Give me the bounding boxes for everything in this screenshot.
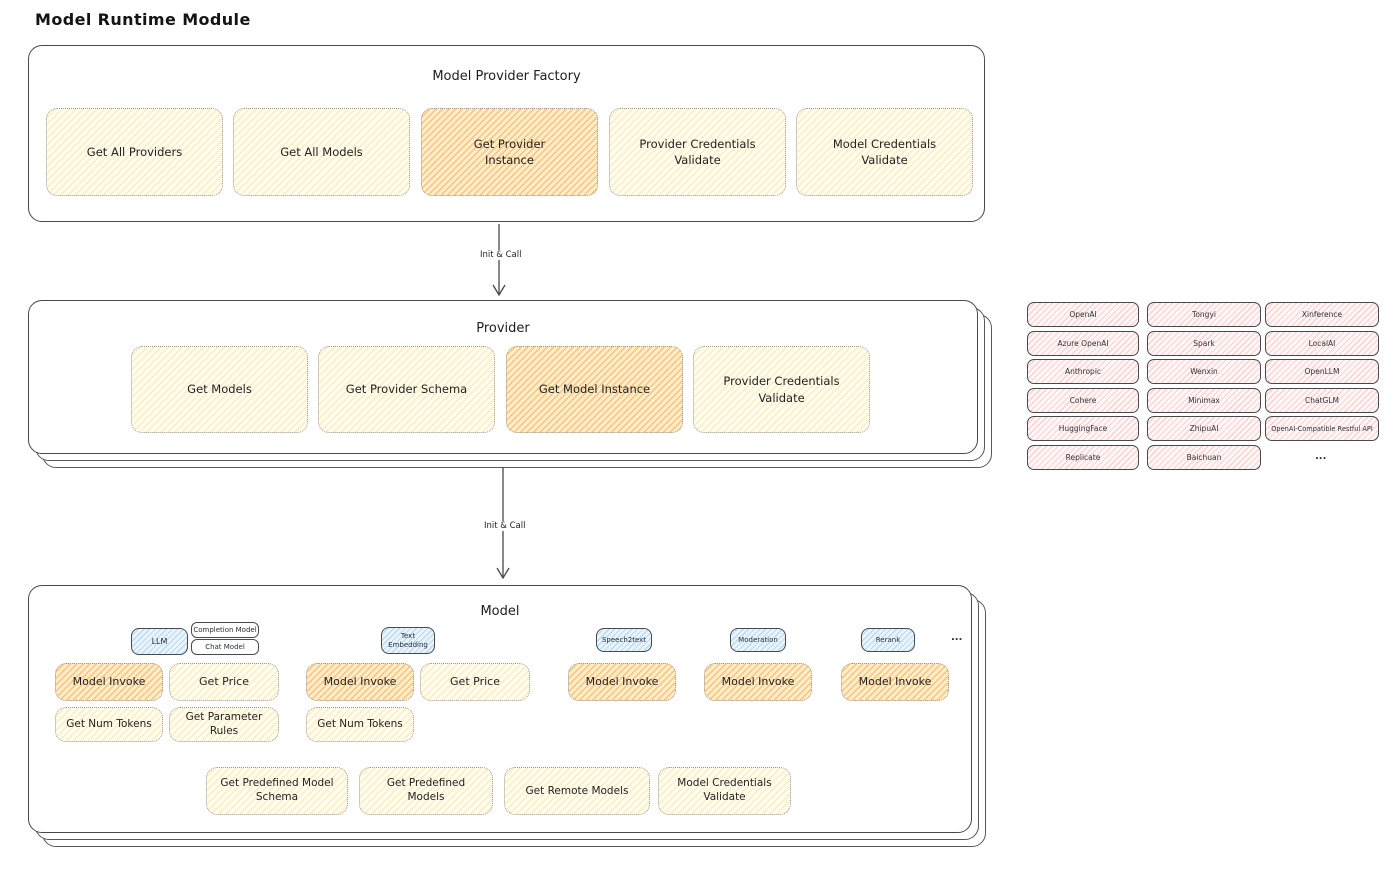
type-tag-moderation: Moderation: [730, 628, 786, 652]
provider-chip-zhipuai: ZhipuAI: [1147, 416, 1261, 441]
method-get-remote-models: Get Remote Models: [504, 767, 650, 815]
type-tag-more-ellipsis: ...: [951, 632, 963, 643]
provider-chip-baichuan: Baichuan: [1147, 445, 1261, 470]
method-get-models: Get Models: [131, 346, 308, 433]
method-model-credentials-validate-2: Model Credentials Validate: [658, 767, 791, 815]
method-model-invoke-speech2text: Model Invoke: [568, 663, 676, 701]
method-get-price-embedding: Get Price: [420, 663, 530, 701]
method-get-num-tokens-embedding: Get Num Tokens: [306, 707, 414, 742]
type-tag-text-embedding: Text Embedding: [381, 627, 435, 654]
method-model-invoke-embedding: Model Invoke: [306, 663, 414, 701]
method-model-invoke-rerank: Model Invoke: [841, 663, 949, 701]
provider-chip-spark: Spark: [1147, 331, 1261, 356]
provider-chip-minimax: Minimax: [1147, 388, 1261, 413]
method-get-all-models: Get All Models: [233, 108, 410, 196]
method-get-provider-instance: Get Provider Instance: [421, 108, 598, 196]
provider-chip-openai-compatible: OpenAI-Compatible Restful API: [1265, 416, 1379, 441]
provider-chip-chatglm: ChatGLM: [1265, 388, 1379, 413]
method-get-all-providers: Get All Providers: [46, 108, 223, 196]
provider-chip-wenxin: Wenxin: [1147, 359, 1261, 384]
arrow-label-init-call-1: Init & Call: [477, 250, 525, 260]
method-get-num-tokens-llm: Get Num Tokens: [55, 707, 163, 742]
factory-title: Model Provider Factory: [432, 69, 581, 84]
type-tag-completion-model: Completion Model: [191, 622, 259, 638]
method-get-parameter-rules: Get Parameter Rules: [169, 707, 279, 742]
provider-chip-openai: OpenAI: [1027, 302, 1139, 327]
provider-chip-more-ellipsis: ...: [1315, 451, 1327, 462]
type-tag-llm: LLM: [131, 628, 188, 655]
arrow-label-init-call-2: Init & Call: [481, 521, 529, 531]
provider-title: Provider: [476, 321, 530, 336]
method-provider-credentials-validate-2: Provider Credentials Validate: [693, 346, 870, 433]
method-provider-credentials-validate: Provider Credentials Validate: [609, 108, 786, 196]
panel-model: Model LLM Completion Model Chat Model Te…: [28, 585, 972, 833]
provider-chip-azure-openai: Azure OpenAI: [1027, 331, 1139, 356]
provider-chip-anthropic: Anthropic: [1027, 359, 1139, 384]
provider-chip-cohere: Cohere: [1027, 388, 1139, 413]
provider-chip-tongyi: Tongyi: [1147, 302, 1261, 327]
model-title: Model: [480, 604, 520, 619]
provider-chip-openllm: OpenLLM: [1265, 359, 1379, 384]
method-get-price-llm: Get Price: [169, 663, 279, 701]
panel-provider: Provider Get Models Get Provider Schema …: [28, 300, 978, 454]
method-model-invoke-llm: Model Invoke: [55, 663, 163, 701]
provider-chip-localai: LocalAI: [1265, 331, 1379, 356]
type-tag-speech2text: Speech2text: [596, 628, 652, 652]
method-get-predefined-models: Get Predefined Models: [359, 767, 493, 815]
provider-chip-replicate: Replicate: [1027, 445, 1139, 470]
method-model-invoke-moderation: Model Invoke: [704, 663, 812, 701]
arrow-factory-to-provider: [492, 224, 506, 297]
provider-chip-huggingface: HuggingFace: [1027, 416, 1139, 441]
method-get-model-instance: Get Model Instance: [506, 346, 683, 433]
method-get-provider-schema: Get Provider Schema: [318, 346, 495, 433]
method-model-credentials-validate: Model Credentials Validate: [796, 108, 973, 196]
type-tag-chat-model: Chat Model: [191, 639, 259, 655]
type-tag-rerank: Rerank: [861, 628, 915, 652]
provider-chip-xinference: Xinference: [1265, 302, 1379, 327]
panel-model-provider-factory: Model Provider Factory Get All Providers…: [28, 45, 985, 222]
diagram-title: Model Runtime Module: [35, 10, 251, 29]
method-get-predefined-model-schema: Get Predefined Model Schema: [206, 767, 348, 815]
